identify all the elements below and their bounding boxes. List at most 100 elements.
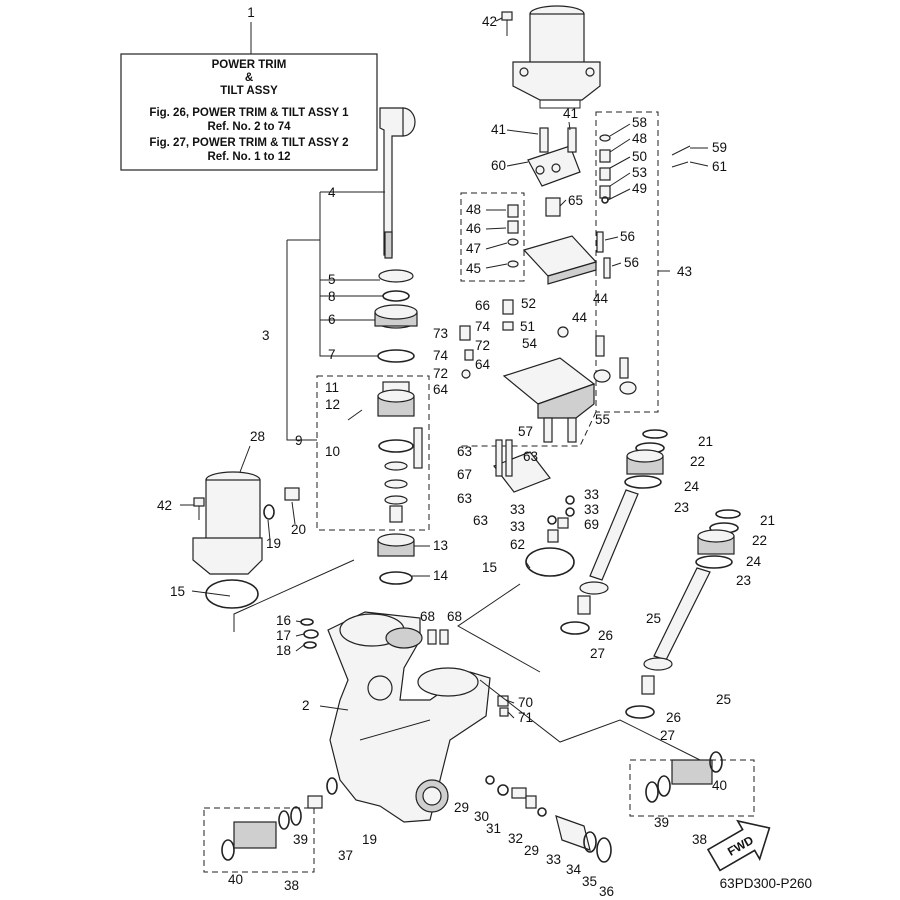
trim-cylinder-lower	[625, 509, 741, 719]
callout-15b: 15	[482, 560, 497, 575]
info-line-5: Ref. No. 2 to 74	[207, 121, 291, 133]
callout-32: 32	[508, 831, 523, 846]
callout-41b: 41	[491, 122, 506, 137]
callout-33b: 33	[510, 502, 525, 517]
callout-62: 62	[510, 537, 525, 552]
callout-7: 7	[328, 347, 336, 362]
callout-26a: 26	[598, 628, 613, 643]
callout-1: 1	[247, 5, 255, 20]
callout-22b: 22	[752, 533, 767, 548]
callout-29b: 29	[524, 843, 539, 858]
callout-15a: 15	[170, 584, 185, 599]
callout-63a: 63	[457, 444, 472, 459]
callout-61: 61	[712, 159, 727, 174]
callout-33c: 33	[584, 502, 599, 517]
small-parts-45-48	[507, 204, 519, 268]
callout-67: 67	[457, 467, 472, 482]
bolt-42-top	[501, 11, 513, 36]
callout-73: 73	[433, 326, 448, 341]
callout-68b: 68	[447, 609, 462, 624]
callout-18: 18	[276, 643, 291, 658]
callout-54: 54	[522, 336, 538, 351]
callout-63d: 63	[473, 513, 488, 528]
callout-56a: 56	[620, 229, 635, 244]
callout-21a: 21	[698, 434, 713, 449]
callout-labels: 42 41 41 58 48 50 53 49 59 61 60 65 48 4…	[157, 14, 775, 899]
manifold-plate	[527, 127, 581, 187]
callout-17: 17	[276, 628, 291, 643]
callout-16: 16	[276, 613, 291, 628]
callout-4: 4	[328, 185, 336, 200]
callout-51: 51	[520, 319, 535, 334]
callout-47: 47	[466, 241, 481, 256]
callout-24b: 24	[746, 554, 762, 569]
callout-59: 59	[712, 140, 727, 155]
trim-cylinder-upper	[560, 429, 668, 635]
lower-valve-parts	[485, 775, 612, 863]
info-line-2: &	[245, 72, 253, 84]
callout-9: 9	[295, 433, 303, 448]
callout-72b: 72	[433, 366, 448, 381]
callout-38a: 38	[692, 832, 707, 847]
callout-63c: 63	[457, 491, 472, 506]
callout-8: 8	[328, 289, 336, 304]
callout-21b: 21	[760, 513, 775, 528]
cylinder-cap	[377, 533, 415, 585]
callout-44a: 44	[593, 291, 609, 306]
callout-5: 5	[328, 272, 336, 287]
callout-55: 55	[595, 412, 610, 427]
info-line-4: Fig. 26, POWER TRIM & TILT ASSY 1	[149, 107, 349, 119]
trim-motor	[512, 5, 601, 109]
callout-48b: 48	[466, 202, 481, 217]
callout-56b: 56	[624, 255, 639, 270]
callout-27a: 27	[590, 646, 605, 661]
fwd-arrow-icon: FWD	[706, 819, 771, 872]
callout-69: 69	[584, 517, 599, 532]
drawing-code: 63PD300-P260	[720, 876, 812, 891]
callout-13: 13	[433, 538, 448, 553]
reservoir	[192, 471, 300, 609]
callout-23a: 23	[674, 500, 689, 515]
callout-33d: 33	[510, 519, 525, 534]
info-box: 1 POWER TRIM & TILT ASSY Fig. 26, POWER …	[120, 5, 378, 171]
callout-64a: 64	[475, 357, 491, 372]
callout-71: 71	[518, 710, 533, 725]
callout-66: 66	[475, 298, 490, 313]
info-line-1: POWER TRIM	[212, 59, 287, 71]
manual-valve-left	[203, 777, 338, 873]
info-line-6: Fig. 27, POWER TRIM & TILT ASSY 2	[149, 137, 348, 149]
callout-74b: 74	[433, 348, 449, 363]
leader-lines	[180, 17, 709, 719]
callout-52: 52	[521, 296, 536, 311]
callout-39a: 39	[654, 815, 669, 830]
info-line-7: Ref. No. 1 to 12	[207, 151, 290, 163]
callout-26b: 26	[666, 710, 681, 725]
callout-34: 34	[566, 862, 582, 877]
callout-14: 14	[433, 568, 449, 583]
callout-24a: 24	[684, 479, 700, 494]
callout-57: 57	[518, 424, 533, 439]
callout-49: 49	[632, 181, 647, 196]
callout-53: 53	[632, 165, 647, 180]
callout-23b: 23	[736, 573, 751, 588]
small-parts-48-53	[599, 134, 691, 204]
callout-35: 35	[582, 874, 597, 889]
manual-valve-right	[629, 751, 755, 817]
callout-39b: 39	[293, 832, 308, 847]
callout-11: 11	[325, 380, 339, 395]
callout-19b: 19	[362, 832, 377, 847]
callout-33a: 33	[584, 487, 599, 502]
callout-37: 37	[338, 848, 353, 863]
callout-46: 46	[466, 221, 481, 236]
callout-10: 10	[325, 444, 340, 459]
callout-38b: 38	[284, 878, 299, 893]
callout-29a: 29	[454, 800, 469, 815]
callout-2: 2	[302, 698, 310, 713]
callout-12: 12	[325, 397, 340, 412]
callout-48a: 48	[632, 131, 647, 146]
callout-28: 28	[250, 429, 265, 444]
callout-63b: 63	[523, 449, 538, 464]
callout-6: 6	[328, 312, 336, 327]
callout-20: 20	[291, 522, 306, 537]
